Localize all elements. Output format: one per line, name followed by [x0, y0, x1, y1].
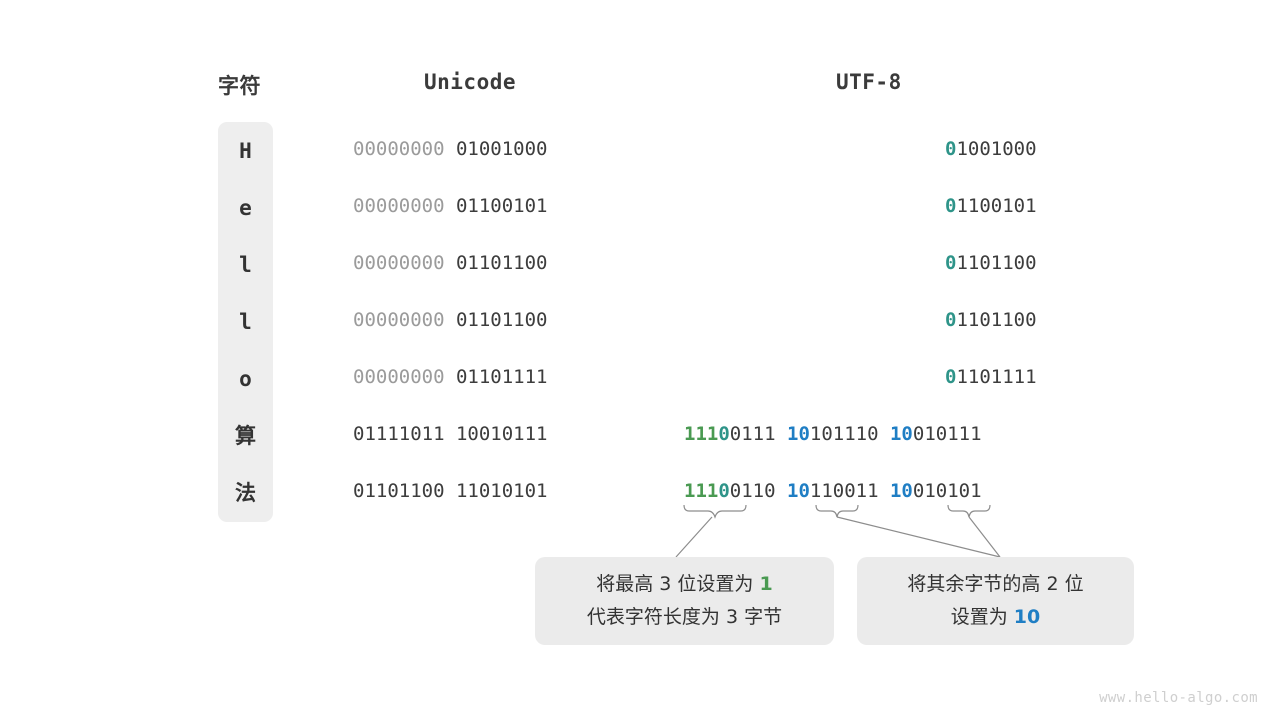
- unicode-byte-2: 01101111: [455, 366, 548, 388]
- unicode-bits-cell: 00000000 01101100: [353, 252, 547, 274]
- unicode-byte-2: 01101100: [455, 309, 548, 331]
- utf8-byte-prefix: 0: [945, 309, 957, 331]
- column-header-unicode: Unicode: [424, 70, 517, 94]
- utf8-byte-payload: 101110: [809, 423, 879, 445]
- unicode-bits-cell: 00000000 01101100: [353, 309, 547, 331]
- utf8-byte-prefix-terminator: 0: [718, 423, 730, 445]
- unicode-byte-1: 00000000: [353, 309, 445, 331]
- unicode-byte-2: 11010101: [455, 480, 548, 502]
- utf8-byte-payload: 1001000: [956, 138, 1037, 160]
- utf8-bits-cell: 11100111 10101110 10010111: [684, 423, 982, 445]
- unicode-byte-2: 01101100: [455, 252, 548, 274]
- utf8-bits-cell: 01101100: [945, 252, 1037, 274]
- utf8-byte: 11100110: [684, 480, 776, 502]
- leader-line-right: [968, 516, 1001, 558]
- callout-left-line1-text: 将最高 3 位设置为: [596, 572, 760, 595]
- utf8-byte-prefix: 10: [787, 480, 810, 502]
- unicode-byte-1: 00000000: [353, 252, 445, 274]
- column-header-character: 字符: [218, 74, 261, 98]
- character-cell: e: [239, 196, 252, 220]
- character-cell: l: [239, 253, 252, 277]
- leader-line-left: [675, 516, 713, 558]
- utf8-bits-cell: 01001000: [945, 138, 1037, 160]
- utf8-byte-prefix: 0: [945, 366, 957, 388]
- callout-right-line1: 将其余字节的高 2 位: [907, 572, 1084, 595]
- utf8-bits-cell: 01101111: [945, 366, 1037, 388]
- utf8-byte: 10010101: [890, 480, 982, 502]
- callout-continuation-bits: 将其余字节的高 2 位 设置为 10: [857, 557, 1134, 645]
- unicode-bits-cell: 00000000 01001000: [353, 138, 547, 160]
- unicode-bits-cell: 01101100 11010101: [353, 480, 547, 502]
- unicode-byte-1: 01101100: [353, 480, 445, 502]
- utf8-byte-prefix: 111: [684, 423, 719, 445]
- unicode-bits-cell: 00000000 01101111: [353, 366, 547, 388]
- unicode-byte-1: 00000000: [353, 366, 445, 388]
- unicode-bits-cell: 01111011 10010111: [353, 423, 547, 445]
- utf8-bits-cell: 01100101: [945, 195, 1037, 217]
- utf8-byte-prefix: 10: [889, 423, 913, 445]
- utf8-byte: 10010111: [890, 423, 982, 445]
- callout-right-line2: 设置为 10: [951, 601, 1041, 634]
- callout-right-highlight: 10: [1013, 606, 1041, 628]
- character-cell: l: [239, 310, 252, 334]
- utf8-byte-payload: 1100101: [956, 195, 1037, 217]
- utf8-bits-cell: 11100110 10110011 10010101: [684, 480, 982, 502]
- utf8-byte-payload: 010101: [912, 480, 982, 502]
- unicode-byte-1: 00000000: [353, 138, 445, 160]
- callout-left-line2: 代表字符长度为 3 字节: [586, 606, 783, 628]
- character-column-capsule: [218, 122, 273, 522]
- utf8-byte: 10101110: [787, 423, 879, 445]
- unicode-byte-2: 01100101: [455, 195, 548, 217]
- character-cell: 法: [235, 481, 256, 505]
- utf8-byte: 11100111: [684, 423, 776, 445]
- utf8-byte-prefix: 10: [889, 480, 913, 502]
- utf8-byte-payload: 0111: [729, 423, 776, 445]
- utf8-byte-prefix: 0: [945, 252, 957, 274]
- utf8-byte-payload: 1101111: [956, 366, 1037, 388]
- callout-right-line2-text: 设置为: [950, 606, 1014, 628]
- utf8-byte-payload: 110011: [809, 480, 879, 502]
- utf8-byte: 01001000: [945, 138, 1037, 160]
- unicode-byte-2: 10010111: [455, 423, 548, 445]
- brace-continuation-bits-1: [815, 504, 859, 518]
- utf8-byte: 01101100: [945, 309, 1037, 331]
- utf8-byte-prefix: 0: [945, 195, 957, 217]
- utf8-bits-cell: 01101100: [945, 309, 1037, 331]
- callout-left-highlight: 1: [759, 572, 773, 595]
- utf8-byte: 01100101: [945, 195, 1037, 217]
- character-cell: 算: [235, 424, 256, 448]
- callout-leading-bits: 将最高 3 位设置为 1 代表字符长度为 3 字节: [535, 557, 834, 645]
- unicode-byte-1: 00000000: [353, 195, 445, 217]
- brace-continuation-bits-2: [947, 504, 991, 518]
- site-watermark: www.hello-algo.com: [1099, 690, 1258, 706]
- utf8-byte: 01101100: [945, 252, 1037, 274]
- utf8-byte-payload: 0110: [729, 480, 776, 502]
- utf8-byte-prefix: 111: [684, 480, 719, 502]
- utf8-byte-prefix: 10: [787, 423, 810, 445]
- character-cell: H: [239, 139, 252, 163]
- utf8-byte: 10110011: [787, 480, 879, 502]
- brace-leading-bits: [683, 504, 747, 519]
- callout-left-line1: 将最高 3 位设置为 1: [596, 568, 772, 601]
- utf8-byte-payload: 010111: [912, 423, 982, 445]
- character-cell: o: [239, 367, 252, 391]
- unicode-byte-1: 01111011: [353, 423, 445, 445]
- leader-line-mid: [836, 516, 1001, 558]
- utf8-byte-payload: 1101100: [956, 309, 1037, 331]
- utf8-byte: 01101111: [945, 366, 1037, 388]
- utf8-byte-payload: 1101100: [956, 252, 1037, 274]
- utf8-byte-prefix: 0: [945, 138, 957, 160]
- column-header-utf8: UTF-8: [836, 70, 902, 94]
- utf8-byte-prefix-terminator: 0: [718, 480, 730, 502]
- unicode-bits-cell: 00000000 01100101: [353, 195, 547, 217]
- unicode-byte-2: 01001000: [455, 138, 548, 160]
